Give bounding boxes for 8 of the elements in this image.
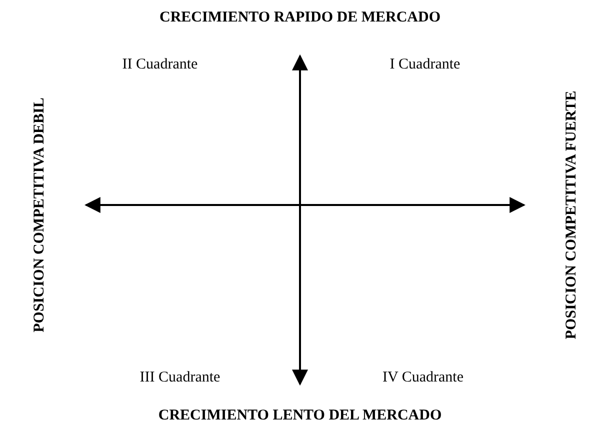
axis-title: CRECIMIENTO LENTO DEL MERCADO: [158, 408, 442, 424]
axis-title: POSICION COMPETITIVA DEBIL: [32, 98, 48, 332]
axis-title: CRECIMIENTO RAPIDO DE MERCADO: [160, 10, 440, 26]
quadrant-label: IV Cuadrante: [382, 370, 464, 386]
axis-title: POSICION COMPETITIVA FUERTE: [564, 90, 580, 340]
quadrant-label: III Cuadrante: [140, 370, 220, 386]
quadrant-label: I Cuadrante: [390, 56, 460, 74]
quadrant-label: II Cuadrante: [122, 56, 198, 74]
